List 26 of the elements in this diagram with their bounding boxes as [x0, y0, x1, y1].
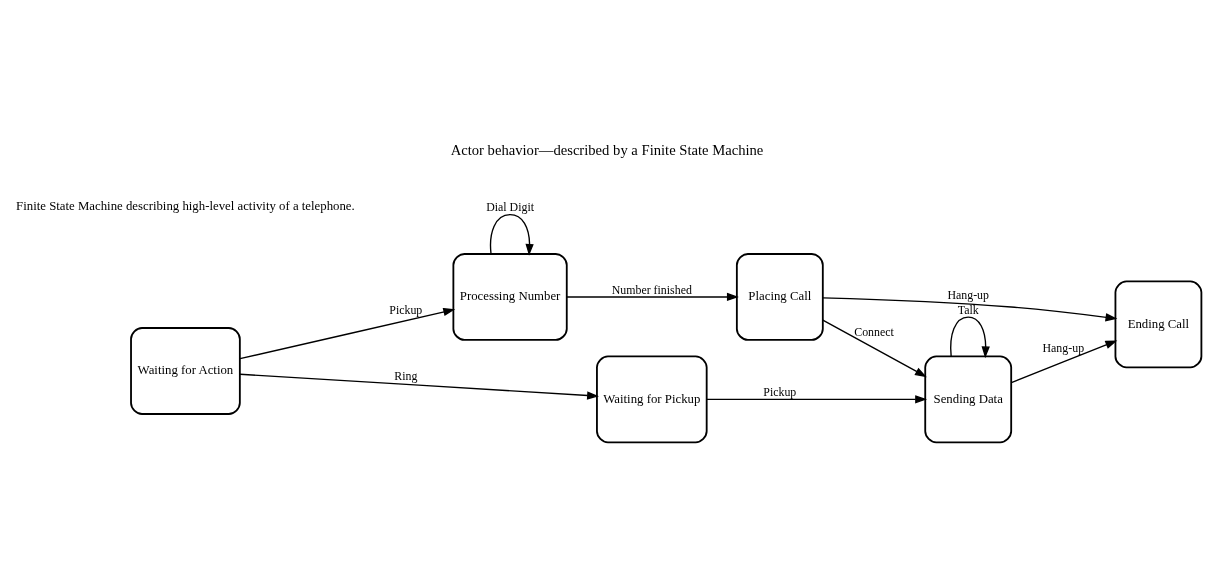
arrow: [950, 315, 990, 358]
diagram-title: Actor behavior—described by a Finite State Machine: [450, 141, 764, 158]
node-box: Waiting for Action: [130, 326, 241, 415]
edge-label: Ring: [394, 368, 418, 383]
node-box: Sending Data: [924, 354, 1013, 443]
arrow: [566, 292, 739, 301]
arrow: [706, 394, 928, 404]
edge-label: Dial Digit: [486, 199, 534, 214]
arrow: [239, 373, 599, 400]
edge-label: Connect: [854, 324, 894, 339]
edge-label: Hang-up: [947, 287, 989, 302]
edge-label: Talk: [957, 302, 979, 317]
arrow: [822, 318, 927, 377]
label: Finite State Machine describing high-level activity of a telephone.: [16, 198, 355, 213]
node-box: Ending Call: [1114, 280, 1203, 368]
node-box: Placing Call: [735, 252, 824, 341]
edge-label: Number finished: [611, 282, 692, 297]
arrow: [1010, 339, 1118, 383]
arrow: [822, 296, 1118, 321]
arrow: [239, 307, 456, 359]
edge-label: Hang-up: [1042, 340, 1085, 355]
arrow: [489, 213, 534, 256]
edge-label: Pickup: [389, 302, 423, 317]
edge-label: Pickup: [763, 384, 797, 399]
node-box: Waiting for Pickup: [596, 354, 708, 443]
node-box: Processing Number: [452, 252, 568, 341]
